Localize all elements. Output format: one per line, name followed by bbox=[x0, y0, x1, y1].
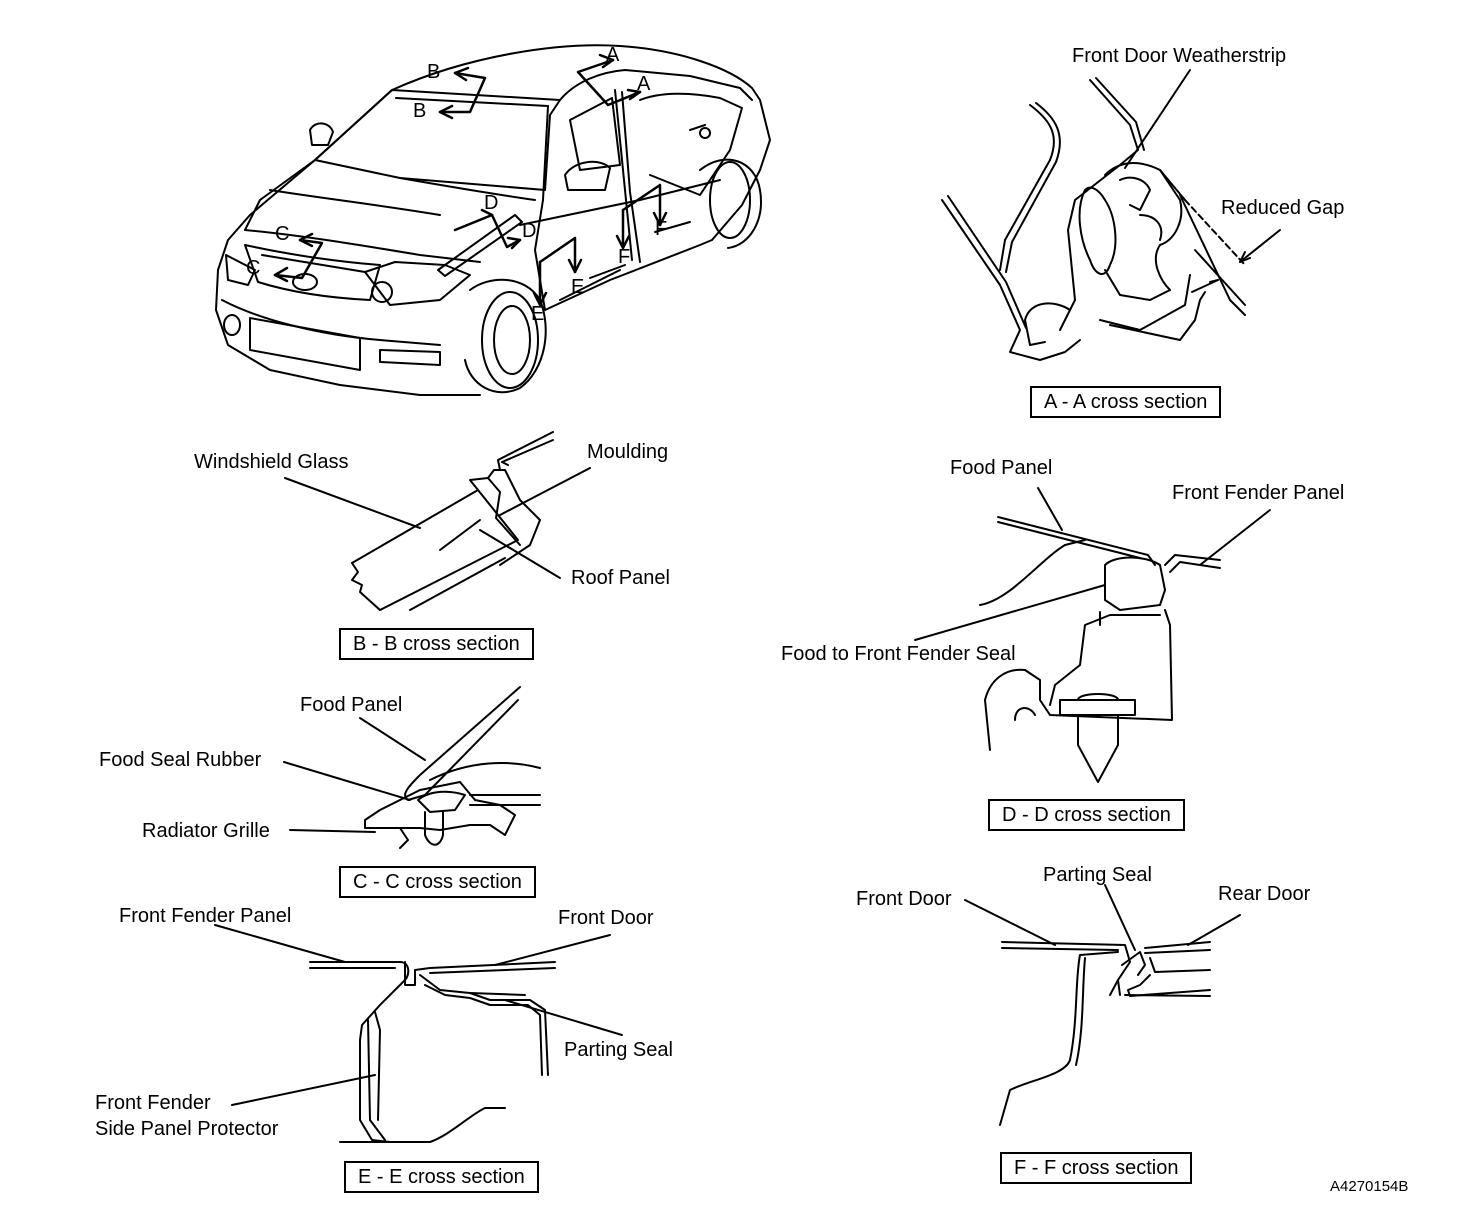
ff-front-door-leader bbox=[965, 900, 1055, 945]
marker-f-top: F bbox=[655, 218, 668, 240]
ee-protector-leader bbox=[232, 1075, 375, 1105]
marker-d-top: D bbox=[484, 192, 499, 214]
aa-section-drawing bbox=[942, 78, 1280, 360]
cc-food-panel-label: Food Panel bbox=[300, 694, 403, 716]
dd-fender-panel-leader bbox=[1200, 510, 1270, 565]
ee-protector-label-line2: Side Panel Protector bbox=[95, 1118, 279, 1140]
ee-front-door-leader bbox=[495, 935, 610, 965]
cc-seal-label: Food Seal Rubber bbox=[99, 749, 262, 771]
ff-parting-seal-leader bbox=[1105, 885, 1135, 950]
ff-section-drawing bbox=[1000, 942, 1210, 1125]
ee-section-drawing bbox=[310, 962, 555, 1142]
dd-fender-panel-label: Front Fender Panel bbox=[1172, 482, 1345, 504]
ff-rear-door-label: Rear Door bbox=[1218, 883, 1311, 905]
marker-d-bottom: D bbox=[522, 220, 537, 242]
ee-caption: E - E cross section bbox=[344, 1161, 539, 1193]
marker-a-top: A bbox=[606, 44, 620, 66]
ee-protector-label-line1: Front Fender bbox=[95, 1092, 211, 1114]
marker-c-bottom: C bbox=[246, 257, 261, 279]
ee-parting-seal-leader bbox=[505, 1000, 622, 1035]
cc-caption: C - C cross section bbox=[339, 866, 536, 898]
cc-grille-label: Radiator Grille bbox=[142, 820, 270, 842]
dd-food-panel-leader bbox=[1038, 488, 1062, 530]
marker-c-top: C bbox=[275, 223, 290, 245]
bb-moulding-leader bbox=[500, 468, 590, 515]
aa-gap-label: Reduced Gap bbox=[1221, 197, 1345, 219]
cc-grille-leader bbox=[290, 830, 375, 832]
car-illustration bbox=[216, 45, 770, 395]
bb-glass-leader bbox=[285, 478, 420, 528]
aa-weatherstrip-label: Front Door Weatherstrip bbox=[1072, 45, 1287, 67]
marker-f-bottom: F bbox=[618, 246, 631, 268]
dd-fender-seal-label: Food to Front Fender Seal bbox=[781, 643, 1016, 665]
dd-caption: D - D cross section bbox=[988, 799, 1185, 831]
aa-weatherstrip-leader bbox=[1125, 70, 1190, 168]
cc-food-panel-leader bbox=[360, 718, 425, 760]
marker-b-top: B bbox=[427, 61, 441, 83]
ff-caption: F - F cross section bbox=[1000, 1152, 1193, 1184]
ee-front-door-label: Front Door bbox=[558, 907, 654, 929]
ee-fender-panel-label: Front Fender Panel bbox=[119, 905, 292, 927]
dd-section-drawing bbox=[980, 517, 1220, 782]
bb-caption: B - B cross section bbox=[339, 628, 534, 660]
dd-seal-leader bbox=[915, 585, 1105, 640]
bb-section-drawing bbox=[352, 432, 553, 610]
section-cut-markers bbox=[275, 55, 666, 305]
marker-e-top: E bbox=[571, 276, 585, 298]
bb-roof-label: Roof Panel bbox=[571, 567, 670, 589]
ee-parting-seal-label: Parting Seal bbox=[564, 1039, 673, 1061]
bb-roof-leader bbox=[480, 530, 560, 578]
ff-rear-door-leader bbox=[1188, 915, 1240, 945]
marker-a-bottom: A bbox=[637, 73, 651, 95]
ff-parting-seal-label: Parting Seal bbox=[1043, 864, 1152, 886]
ee-fender-panel-leader bbox=[215, 925, 345, 962]
figure-id: A4270154B bbox=[1330, 1178, 1409, 1195]
ff-front-door-label: Front Door bbox=[856, 888, 952, 910]
bb-moulding-label: Moulding bbox=[587, 441, 669, 463]
aa-caption: A - A cross section bbox=[1030, 386, 1222, 418]
bb-glass-label: Windshield Glass bbox=[194, 451, 349, 473]
dd-food-panel-label: Food Panel bbox=[950, 457, 1053, 479]
marker-e-bottom: E bbox=[531, 303, 545, 325]
marker-b-bottom: B bbox=[413, 100, 427, 122]
cc-seal-leader bbox=[284, 762, 410, 800]
